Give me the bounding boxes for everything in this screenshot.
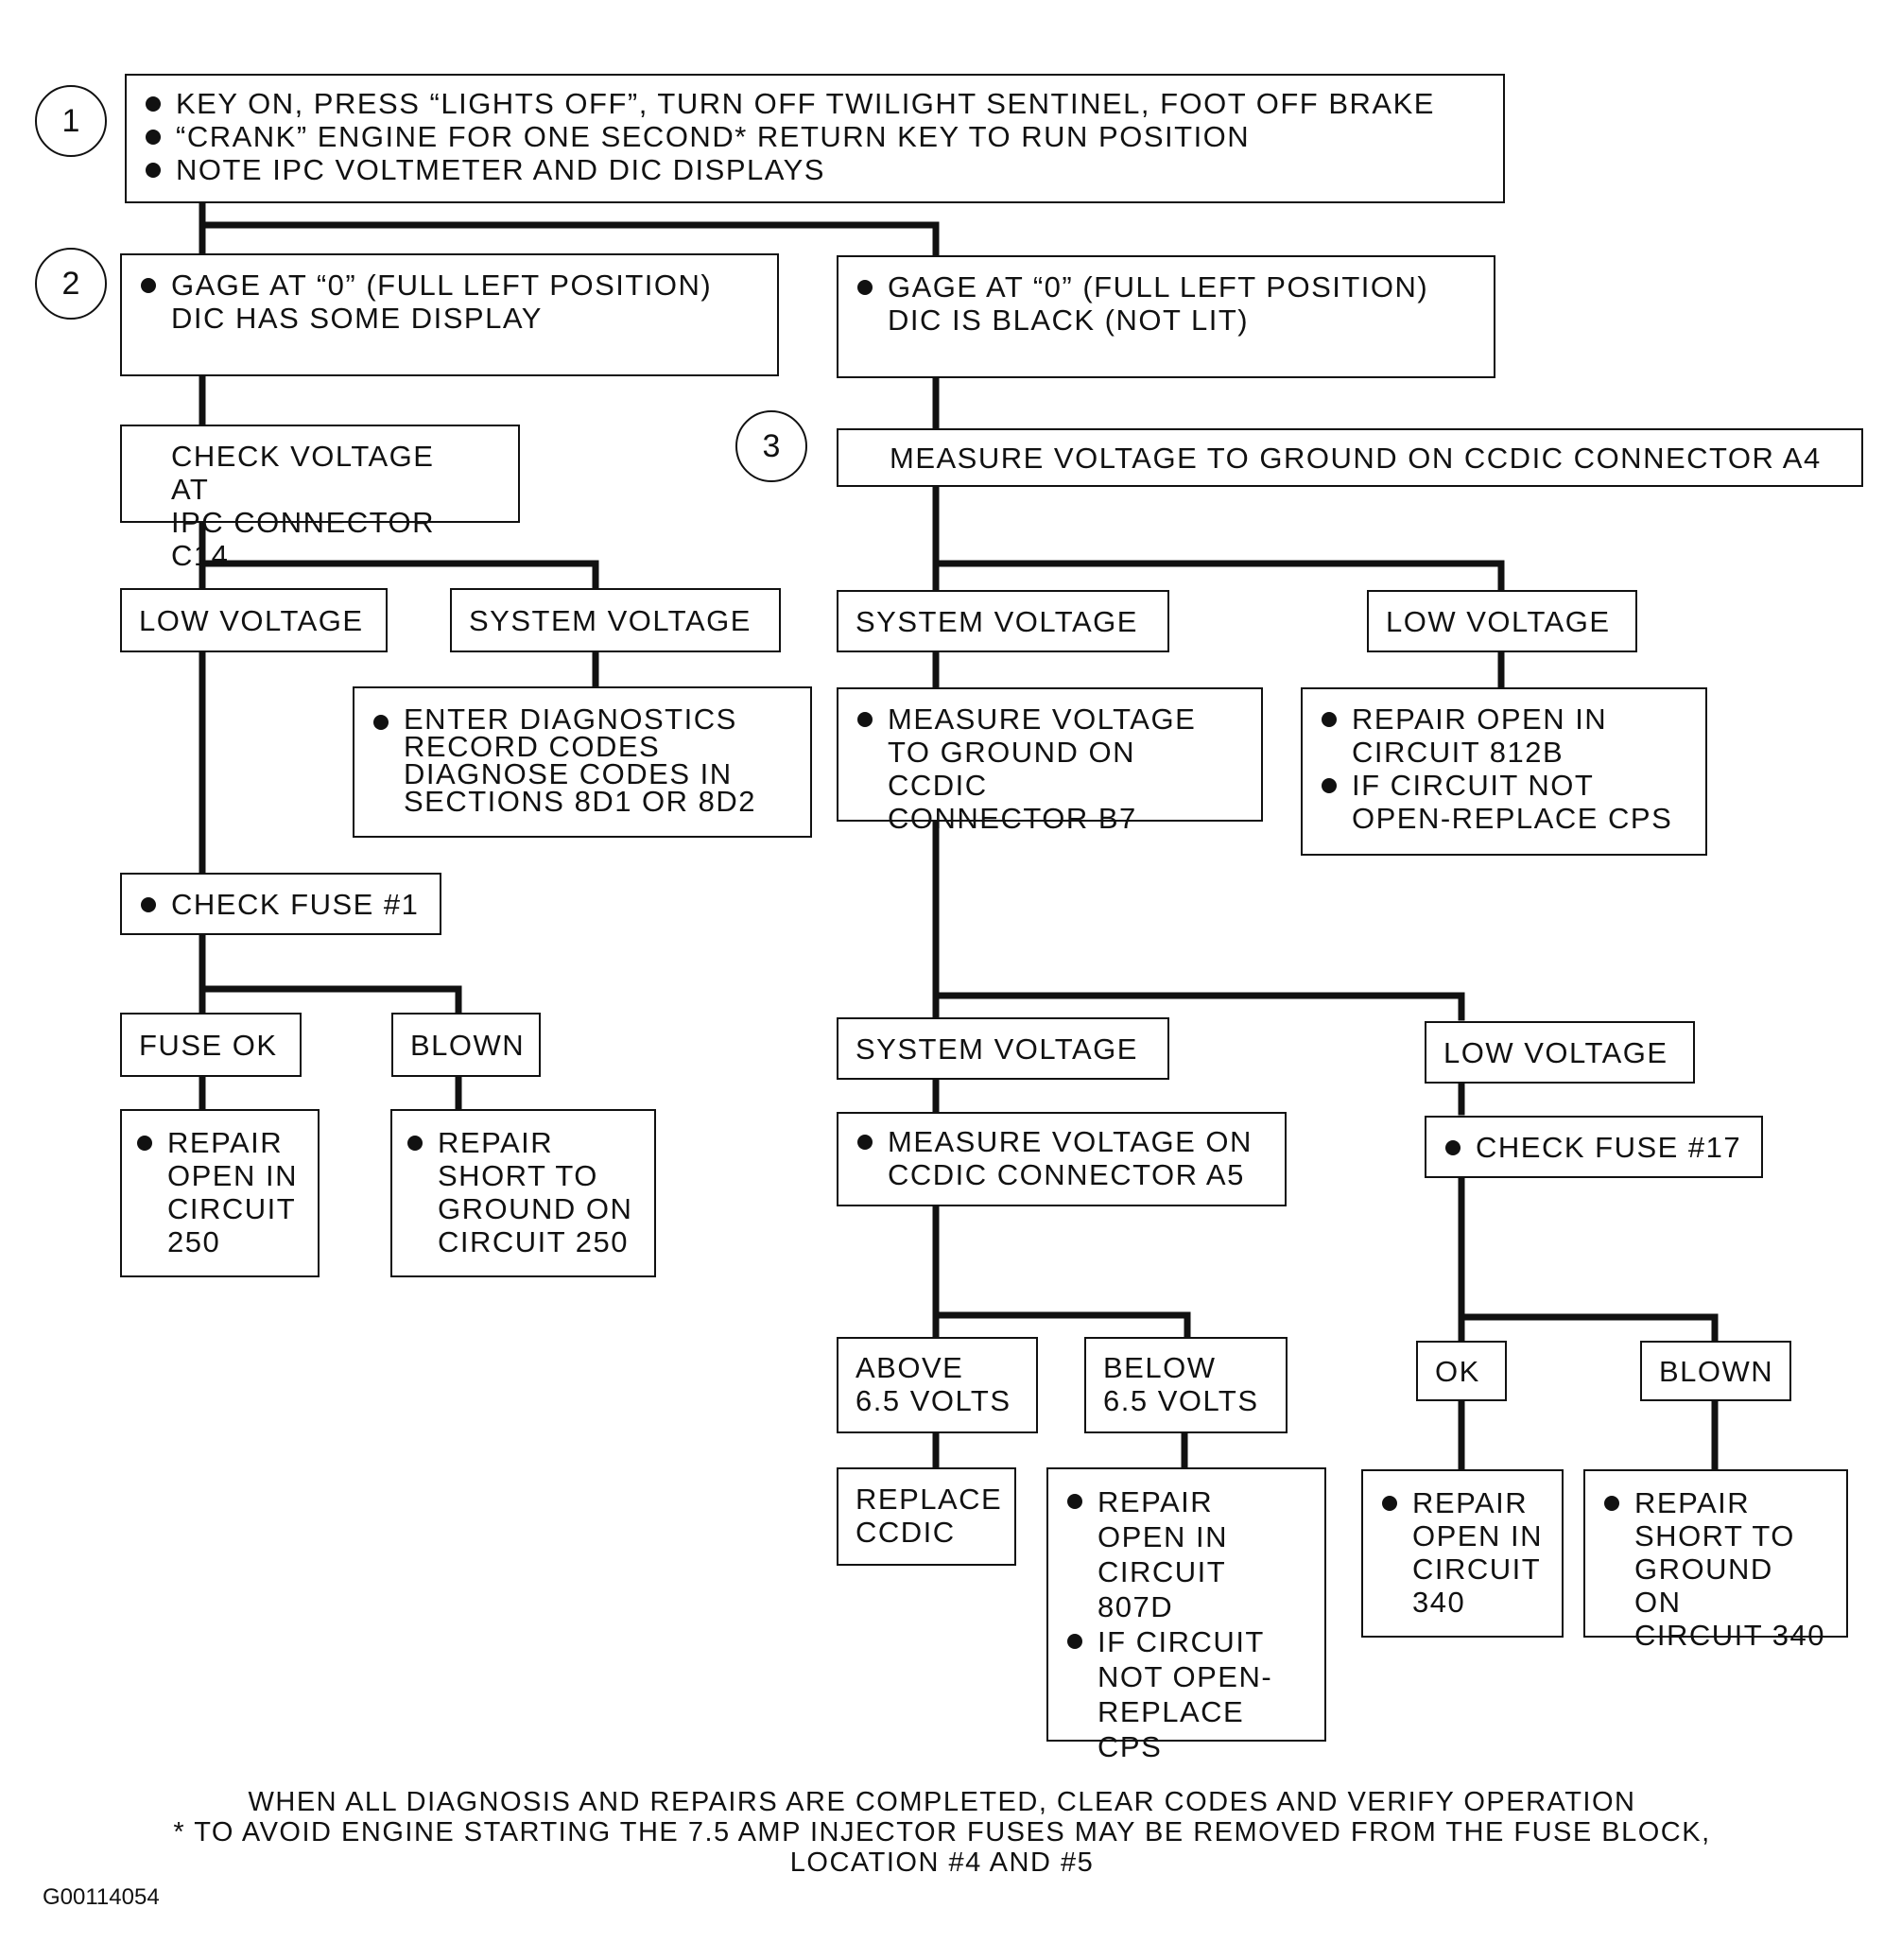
fuse-ok-box: FUSE OK [120,1013,302,1077]
step-number-1: 1 [35,85,107,157]
measure-a4-text: MEASURE VOLTAGE TO GROUND ON CCDIC CONNE… [890,441,1822,475]
right-low-voltage-box-2: LOW VOLTAGE [1425,1021,1695,1084]
above-6-5-volts-text: ABOVE 6.5 VOLTS [856,1351,1011,1417]
fuse-ok-label: FUSE OK [139,1028,278,1062]
left-low-voltage-box: LOW VOLTAGE [120,588,388,652]
gage-zero-dic-display-box: GAGE AT “0” (FULL LEFT POSITION) DIC HAS… [120,253,779,376]
measure-b7-box: MEASURE VOLTAGE TO GROUND ON CCDIC CONNE… [837,687,1263,835]
left-blown-box: BLOWN [391,1013,541,1077]
left-low-voltage-label: LOW VOLTAGE [139,603,364,637]
initial-procedure-box: KEY ON, PRESS “LIGHTS OFF”, TURN OFF TWI… [125,74,1505,203]
check-fuse-1-text: CHECK FUSE #1 [139,888,419,921]
footer-note-line-1: WHEN ALL DIAGNOSIS AND REPAIRS ARE COMPL… [248,1787,1636,1817]
right-low-voltage-label-1: LOW VOLTAGE [1386,604,1611,638]
check-fuse-1-box: CHECK FUSE #1 [120,873,441,935]
repair-807d-item-2: IF CIRCUIT NOT OPEN- REPLACE CPS [1065,1624,1307,1764]
check-fuse-17-text: CHECK FUSE #17 [1443,1131,1741,1164]
check-voltage-c14-box: CHECK VOLTAGE AT IPC CONNECTOR C14 [120,425,520,572]
repair-open-250-box: REPAIR OPEN IN CIRCUIT 250 [120,1109,320,1277]
measure-a5-text: MEASURE VOLTAGE ON CCDIC CONNECTOR A5 [856,1125,1268,1191]
ok-label: OK [1435,1354,1480,1388]
below-6-5-volts-text: BELOW 6.5 VOLTS [1103,1351,1259,1417]
footer-note-line-3: LOCATION #4 AND #5 [789,1847,1095,1878]
replace-ccdic-box: REPLACE CCDIC [837,1467,1016,1566]
footer-note-line-2: * TO AVOID ENGINE STARTING THE 7.5 AMP I… [173,1817,1711,1847]
step-number-3: 3 [735,410,807,482]
above-6-5-volts-box: ABOVE 6.5 VOLTS [837,1337,1038,1433]
right-blown-box: BLOWN [1640,1341,1791,1401]
below-6-5-volts-box: BELOW 6.5 VOLTS [1084,1337,1288,1433]
replace-ccdic-text: REPLACE CCDIC [856,1483,1003,1549]
procedure-item-crank: “CRANK” ENGINE FOR ONE SECOND* RETURN KE… [144,120,1486,153]
right-low-voltage-label-2: LOW VOLTAGE [1443,1035,1668,1069]
check-voltage-c14-text: CHECK VOLTAGE AT IPC CONNECTOR C14 [171,440,436,572]
check-fuse-17-box: CHECK FUSE #17 [1425,1116,1763,1178]
left-blown-label: BLOWN [410,1028,526,1062]
step-number-2: 2 [35,248,107,320]
left-system-voltage-box: SYSTEM VOLTAGE [450,588,781,652]
gage-zero-dic-black-box: GAGE AT “0” (FULL LEFT POSITION) DIC IS … [837,255,1495,378]
repair-807d-box: REPAIR OPEN IN CIRCUIT 807D IF CIRCUIT N… [1046,1467,1326,1763]
measure-a4-box: MEASURE VOLTAGE TO GROUND ON CCDIC CONNE… [837,428,1863,487]
enter-diagnostics-box: ENTER DIAGNOSTICS RECORD CODES DIAGNOSE … [353,686,812,838]
repair-812b-box: REPAIR OPEN IN CIRCUIT 812B IF CIRCUIT N… [1301,687,1707,856]
figure-id: G00114054 [43,1884,160,1910]
measure-b7-text: MEASURE VOLTAGE TO GROUND ON CCDIC CONNE… [856,702,1244,835]
gage-zero-dic-black-text: GAGE AT “0” (FULL LEFT POSITION) DIC IS … [856,270,1477,337]
right-system-voltage-label-2: SYSTEM VOLTAGE [856,1032,1138,1066]
gage-zero-dic-display-text: GAGE AT “0” (FULL LEFT POSITION) DIC HAS… [139,269,760,335]
repair-short-250-text: REPAIR SHORT TO GROUND ON CIRCUIT 250 [406,1126,641,1258]
right-system-voltage-box-2: SYSTEM VOLTAGE [837,1017,1169,1080]
right-low-voltage-box-1: LOW VOLTAGE [1367,590,1637,652]
right-blown-label: BLOWN [1659,1354,1774,1388]
procedure-item-key-on: KEY ON, PRESS “LIGHTS OFF”, TURN OFF TWI… [144,87,1486,120]
measure-a5-box: MEASURE VOLTAGE ON CCDIC CONNECTOR A5 [837,1112,1287,1206]
repair-812b-item-1: REPAIR OPEN IN CIRCUIT 812B [1320,702,1688,769]
left-system-voltage-label: SYSTEM VOLTAGE [469,603,752,637]
repair-open-340-box: REPAIR OPEN IN CIRCUIT 340 [1361,1469,1564,1638]
repair-short-340-text: REPAIR SHORT TO GROUND ON CIRCUIT 340 [1602,1486,1829,1652]
repair-open-250-text: REPAIR OPEN IN CIRCUIT 250 [135,1126,304,1258]
repair-short-340-box: REPAIR SHORT TO GROUND ON CIRCUIT 340 [1583,1469,1848,1652]
repair-open-340-text: REPAIR OPEN IN CIRCUIT 340 [1380,1486,1545,1619]
repair-812b-item-2: IF CIRCUIT NOT OPEN-REPLACE CPS [1320,769,1688,835]
right-system-voltage-label-1: SYSTEM VOLTAGE [856,604,1138,638]
repair-807d-item-1: REPAIR OPEN IN CIRCUIT 807D [1065,1484,1307,1624]
ok-box: OK [1416,1341,1507,1401]
procedure-item-note-displays: NOTE IPC VOLTMETER AND DIC DISPLAYS [144,153,1486,186]
enter-diagnostics-text: ENTER DIAGNOSTICS RECORD CODES DIAGNOSE … [372,704,793,816]
repair-short-250-box: REPAIR SHORT TO GROUND ON CIRCUIT 250 [390,1109,656,1277]
right-system-voltage-box-1: SYSTEM VOLTAGE [837,590,1169,652]
